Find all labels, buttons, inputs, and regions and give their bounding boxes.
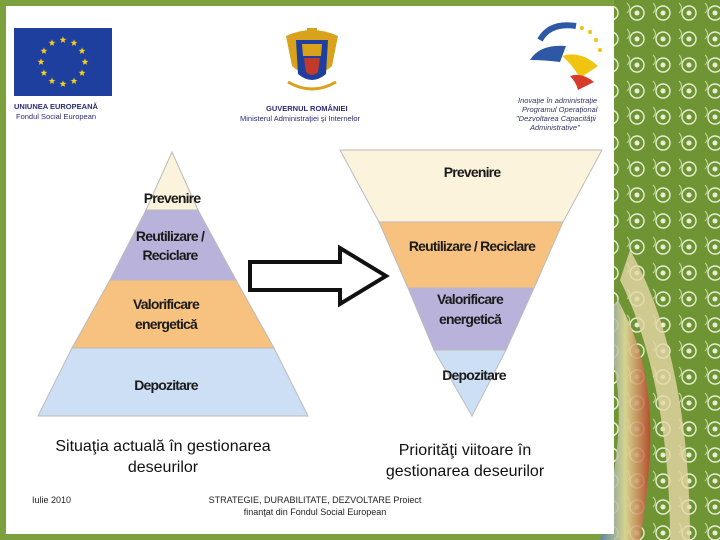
footer-project-line1: STRATEGIE, DURABILITATE, DEZVOLTARE Proi… bbox=[208, 495, 422, 505]
caption-future-line2: gestionarea deseurilor bbox=[385, 463, 545, 480]
eu-star-icon bbox=[70, 77, 78, 84]
eu-star-icon bbox=[40, 47, 48, 54]
right-label-depozitare: Depozitare bbox=[442, 367, 507, 383]
pocda-logo-line3: "Dezvoltarea Capacităţii bbox=[516, 114, 596, 123]
gov-logo-subtitle: Ministerul Administraţiei şi Internelor bbox=[240, 114, 361, 123]
eu-star-icon bbox=[78, 69, 86, 76]
eu-star-icon bbox=[70, 39, 78, 46]
caption-future-line1: Priorităţi viitoare în bbox=[398, 442, 532, 459]
caption-current-situation: Situaţia actuală în gestionarea deseuril… bbox=[28, 436, 298, 478]
left-level-valorificare bbox=[71, 279, 275, 349]
caption-current-line2: deseurilor bbox=[127, 459, 199, 476]
footer-project-line2: finanţat din Fondul Social European bbox=[243, 507, 387, 517]
right-label-reutilizare: Reutilizare / Reciclare bbox=[409, 238, 536, 254]
left-label-depozitare: Depozitare bbox=[134, 377, 199, 393]
pocda-logo-line4: Administrative" bbox=[530, 123, 580, 132]
current-pyramid bbox=[37, 150, 309, 417]
footer-project: STRATEGIE, DURABILITATE, DEZVOLTARE Proi… bbox=[190, 494, 440, 518]
left-level-reutilizare bbox=[109, 209, 237, 281]
eu-star-icon bbox=[48, 39, 56, 46]
right-level-reutilizare bbox=[378, 221, 564, 289]
left-label-valorificare-1: Valorificare bbox=[133, 296, 200, 312]
eu-logo-title: UNIUNEA EUROPEANĂ bbox=[14, 102, 98, 111]
future-pyramid bbox=[339, 149, 603, 418]
left-label-prevenire: Prevenire bbox=[144, 190, 202, 206]
right-label-valorificare-2: energetică bbox=[439, 311, 502, 327]
eu-flag-logo bbox=[14, 28, 112, 96]
eu-star-icon bbox=[59, 36, 67, 43]
transition-arrow bbox=[248, 244, 390, 308]
left-label-reutilizare-1: Reutilizare / bbox=[136, 228, 205, 244]
pocda-logo-line2: Programul Operaţional bbox=[522, 105, 598, 114]
caption-future-priorities: Priorităţi viitoare în gestionarea deseu… bbox=[350, 440, 580, 482]
eu-star-icon bbox=[40, 69, 48, 76]
gov-logo-title: GUVERNUL ROMÂNIEI bbox=[266, 104, 348, 113]
eu-star-icon bbox=[78, 47, 86, 54]
left-level-depozitare bbox=[37, 347, 309, 417]
coat-of-arms-logo bbox=[286, 28, 338, 91]
eu-star-icon bbox=[37, 58, 45, 65]
right-level-prevenire bbox=[339, 149, 603, 223]
right-label-valorificare-1: Valorificare bbox=[437, 291, 504, 307]
left-label-reutilizare-2: Reciclare bbox=[142, 247, 198, 263]
eu-logo-subtitle: Fondul Social European bbox=[16, 112, 97, 121]
left-label-valorificare-2: energetică bbox=[135, 316, 198, 332]
eu-star-icon bbox=[48, 77, 56, 84]
footer-date: Iulie 2010 bbox=[32, 495, 72, 505]
eu-star-icon bbox=[59, 80, 67, 87]
right-label-prevenire: Prevenire bbox=[444, 164, 502, 180]
pocda-logo bbox=[530, 22, 602, 90]
caption-current-line1: Situaţia actuală în gestionarea bbox=[55, 438, 271, 455]
pocda-logo-line1: Inovaţie în administraţie bbox=[518, 96, 598, 105]
eu-star-icon bbox=[81, 58, 89, 65]
right-level-depozitare bbox=[433, 349, 507, 418]
